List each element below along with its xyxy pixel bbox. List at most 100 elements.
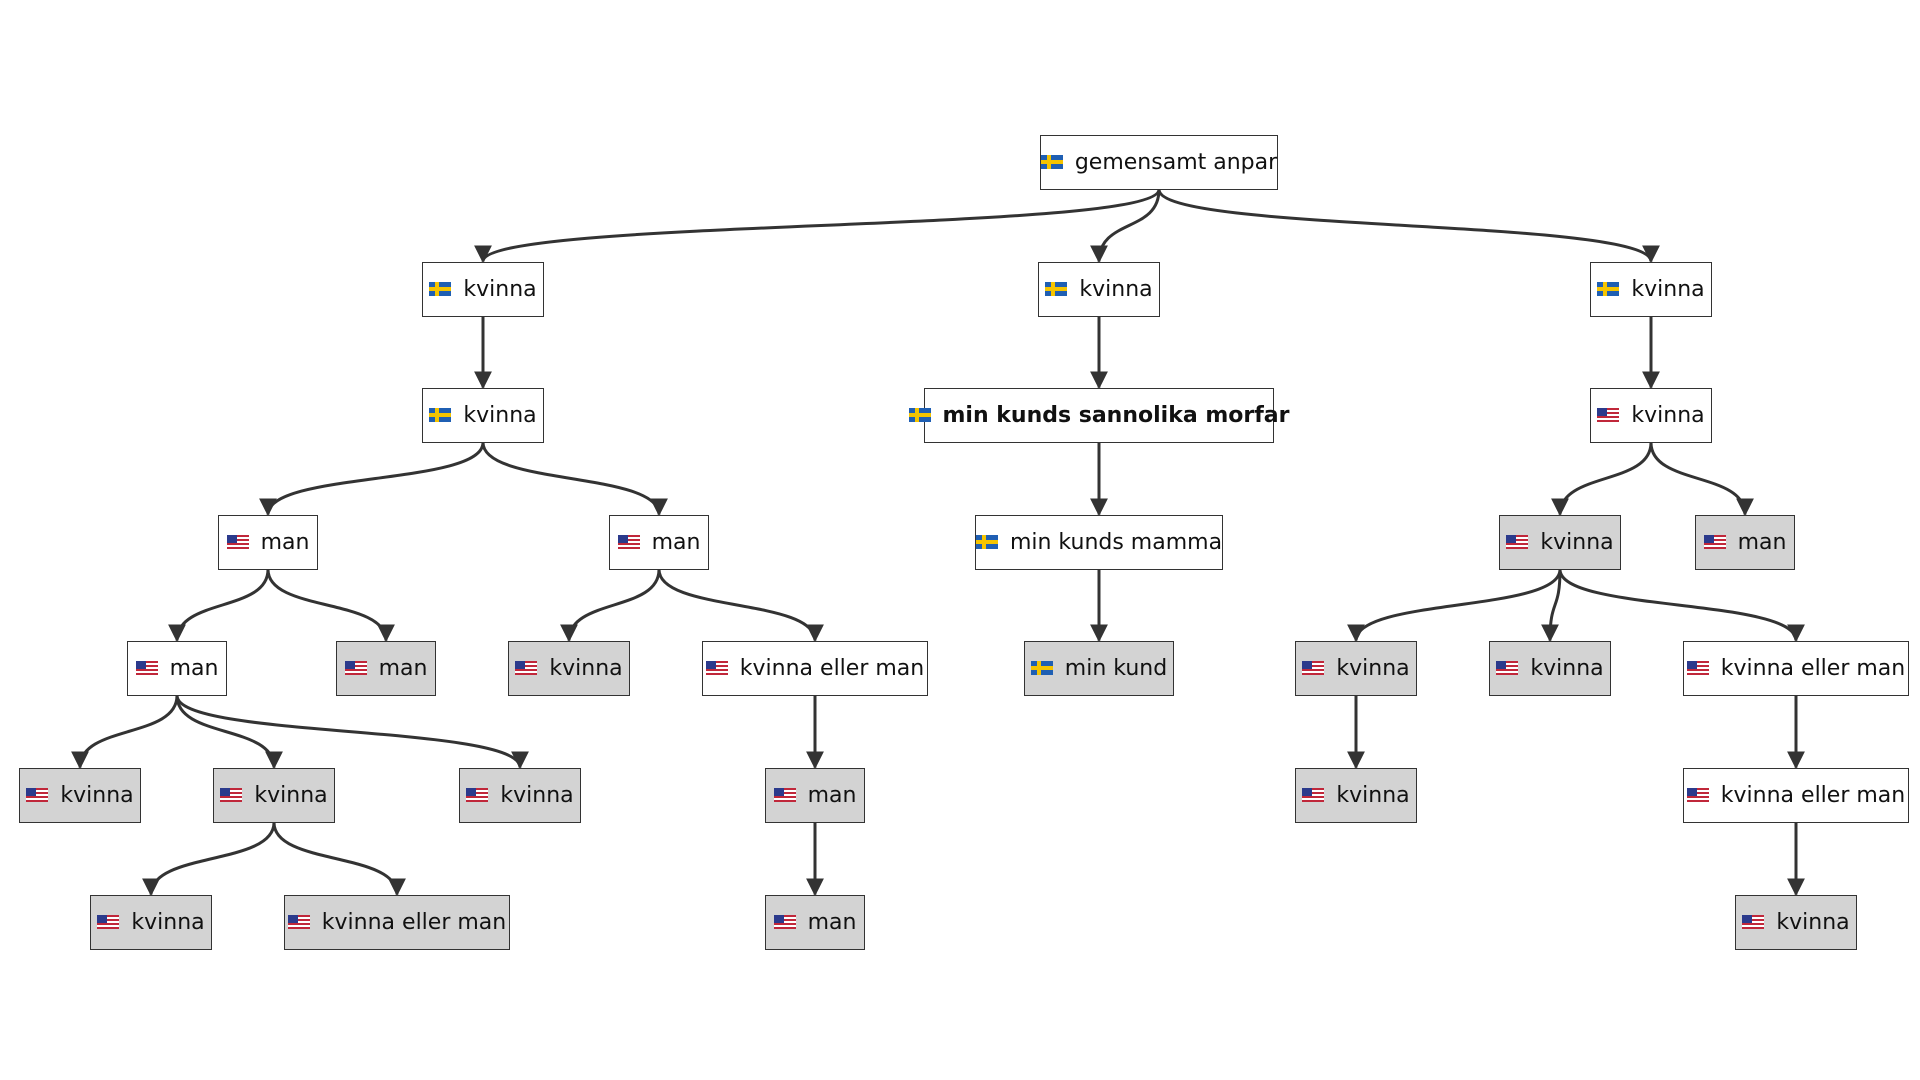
tree-node-a2a2a: kvinna	[90, 894, 212, 950]
edge-a2a-a2a3	[175, 695, 529, 770]
sweden-flag-icon	[1030, 661, 1053, 675]
node-label: man	[651, 529, 701, 555]
sweden-flag-icon	[429, 282, 452, 296]
usa-flag-icon	[1302, 788, 1325, 802]
usa-flag-icon	[466, 788, 489, 802]
node-label: man	[169, 655, 219, 681]
node-label: kvinna eller man	[1720, 782, 1906, 808]
edge-a2a-a2a1	[71, 695, 179, 770]
node-label: kvinna	[1631, 402, 1705, 428]
node-label: gemensamt anpar	[1074, 149, 1278, 175]
usa-flag-icon	[220, 788, 243, 802]
tree-node-a2a2b: kvinna eller man	[284, 894, 510, 950]
tree-node-a2a1: kvinna	[19, 767, 141, 823]
usa-flag-icon	[1703, 535, 1726, 549]
node-label: man	[807, 782, 857, 808]
tree-node-c2: kvinna	[1499, 514, 1621, 570]
node-label: kvinna eller man	[1720, 655, 1906, 681]
tree-node-c2c1: kvinna eller man	[1683, 767, 1909, 823]
tree-node-b2: min kunds mamma	[975, 514, 1223, 570]
usa-flag-icon	[773, 788, 796, 802]
tree-node-b3: min kund	[1024, 640, 1174, 696]
tree-node-a2a: man	[127, 640, 227, 696]
node-label: kvinna	[60, 782, 134, 808]
tree-node-c1: kvinna	[1590, 387, 1712, 443]
node-label: kvinna	[500, 782, 574, 808]
usa-flag-icon	[1742, 915, 1765, 929]
node-label: min kund	[1064, 655, 1168, 681]
edge-a1-a3	[481, 442, 668, 517]
edge-a2-a2a	[168, 569, 270, 643]
sweden-flag-icon	[908, 408, 931, 422]
tree-node-c2c1a: kvinna	[1735, 894, 1857, 950]
sweden-flag-icon	[1045, 282, 1068, 296]
usa-flag-icon	[617, 535, 640, 549]
tree-node-c2a: kvinna	[1295, 640, 1417, 696]
node-label: kvinna eller man	[321, 909, 507, 935]
tree-node-a2a3: kvinna	[459, 767, 581, 823]
edge-root-c	[1157, 188, 1660, 264]
usa-flag-icon	[1686, 661, 1709, 675]
tree-node-a1: kvinna	[422, 387, 544, 443]
node-label: kvinna	[1336, 782, 1410, 808]
node-label: kvinna	[1776, 909, 1850, 935]
tree-node-a2: man	[218, 514, 318, 570]
tree-node-c2c: kvinna eller man	[1683, 640, 1909, 696]
node-label: kvinna	[463, 276, 537, 302]
usa-flag-icon	[1686, 788, 1709, 802]
node-label: kvinna	[131, 909, 205, 935]
tree-node-a3b: kvinna eller man	[702, 640, 928, 696]
edge-c2-c2c	[1558, 569, 1805, 643]
usa-flag-icon	[26, 788, 49, 802]
node-label: man	[1737, 529, 1787, 555]
usa-flag-icon	[705, 661, 728, 675]
edge-c2-c2b	[1541, 569, 1562, 643]
node-label: kvinna	[1530, 655, 1604, 681]
node-label: kvinna	[1079, 276, 1153, 302]
tree-node-a3b1a: man	[765, 894, 865, 950]
edge-c2-c2a	[1347, 569, 1562, 643]
node-label: min kunds mamma	[1009, 529, 1223, 555]
tree-node-a2a2: kvinna	[213, 767, 335, 823]
node-label: man	[807, 909, 857, 935]
usa-flag-icon	[1506, 535, 1529, 549]
node-label: kvinna	[1631, 276, 1705, 302]
sweden-flag-icon	[1597, 282, 1620, 296]
tree-node-c2a1: kvinna	[1295, 767, 1417, 823]
node-label: kvinna	[549, 655, 623, 681]
sweden-flag-icon	[1040, 155, 1063, 169]
edge-a2a2-a2a2b	[272, 822, 406, 897]
tree-node-root: gemensamt anpar	[1040, 134, 1278, 190]
node-label: min kunds sannolika morfar	[942, 402, 1290, 428]
edge-a3-a3b	[657, 569, 824, 643]
edge-root-b	[1090, 189, 1161, 264]
edge-a2a-a2a2	[175, 695, 283, 770]
usa-flag-icon	[287, 915, 310, 929]
tree-node-a3a: kvinna	[508, 640, 630, 696]
usa-flag-icon	[344, 661, 367, 675]
edge-a3-a3a	[560, 569, 661, 643]
tree-node-a3b1: man	[765, 767, 865, 823]
usa-flag-icon	[515, 661, 538, 675]
sweden-flag-icon	[429, 408, 452, 422]
usa-flag-icon	[1597, 408, 1620, 422]
node-label: kvinna	[463, 402, 537, 428]
node-label: kvinna	[1336, 655, 1410, 681]
usa-flag-icon	[226, 535, 249, 549]
tree-node-a2b: man	[336, 640, 436, 696]
usa-flag-icon	[135, 661, 158, 675]
node-label: kvinna eller man	[739, 655, 925, 681]
usa-flag-icon	[773, 915, 796, 929]
tree-node-a3: man	[609, 514, 709, 570]
tree-node-b: kvinna	[1038, 261, 1160, 317]
tree-node-b1: min kunds sannolika morfar	[908, 387, 1290, 443]
node-label: man	[260, 529, 310, 555]
edge-root-a	[474, 188, 1161, 264]
edge-c1-c2	[1551, 442, 1653, 517]
sweden-flag-icon	[975, 535, 998, 549]
node-label: kvinna	[254, 782, 328, 808]
usa-flag-icon	[1496, 661, 1519, 675]
edge-a2-a2b	[266, 569, 395, 643]
